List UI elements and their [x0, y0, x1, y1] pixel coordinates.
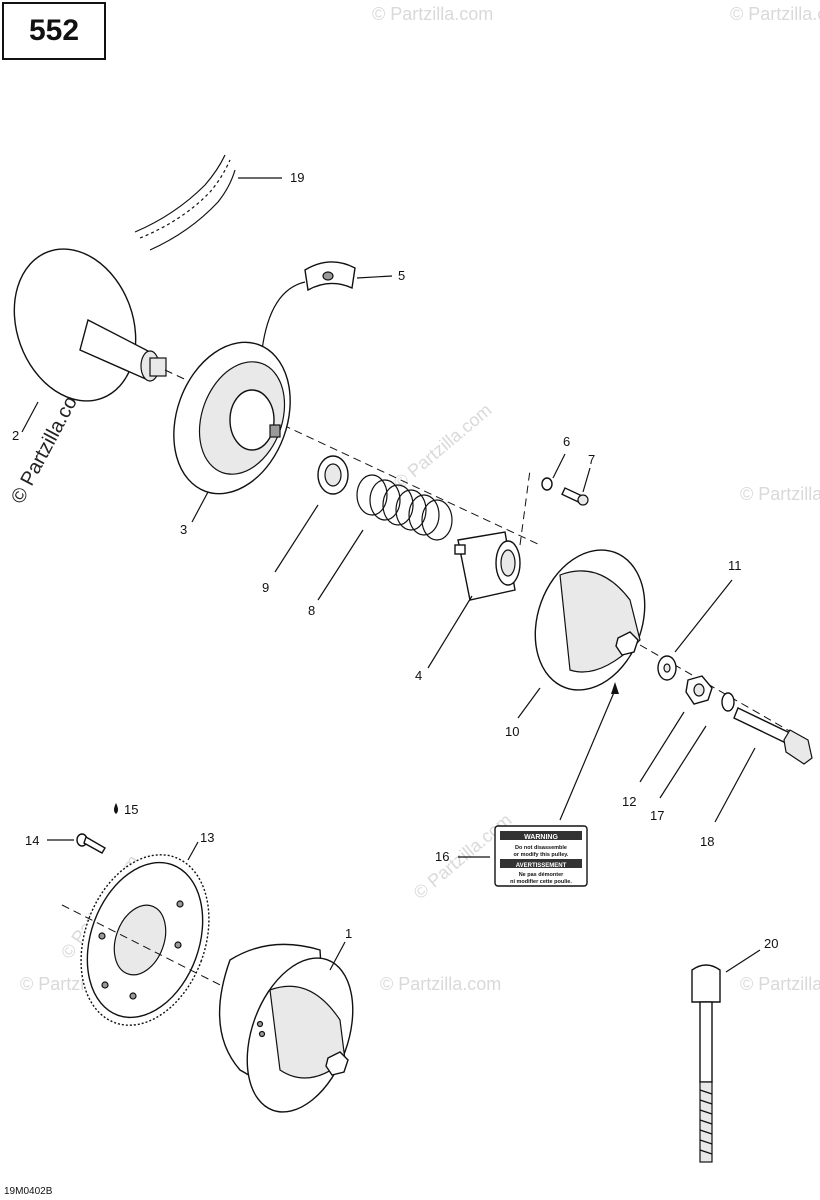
long-bolt-part [691, 964, 721, 1163]
leader-line-1 [329, 941, 346, 971]
watermark: © Partzilla.com [730, 4, 820, 24]
ring-gear-part [80, 854, 210, 1026]
fixed-sheave-part [13, 248, 167, 402]
callout-9: 9 [262, 580, 269, 595]
callout-1: 1 [345, 926, 352, 941]
leader-line-2 [21, 401, 39, 433]
flat-washer-part [657, 655, 677, 681]
leader-line-12 [639, 711, 685, 783]
leader-line-9 [274, 504, 319, 573]
leader-line-8 [317, 529, 364, 601]
callout-13: 13 [200, 830, 214, 845]
arrow-head-icon [611, 682, 619, 694]
leader-line-6 [552, 453, 566, 479]
leader-line-11 [674, 579, 733, 653]
decal-header-1: WARNING [524, 834, 558, 841]
movable-sheave-part [173, 341, 291, 495]
leader-line-20 [725, 949, 761, 973]
callout-15: 15 [124, 802, 138, 817]
slider-shoe-part [304, 261, 356, 292]
screw-part [561, 487, 589, 506]
leader-line-18 [714, 747, 756, 823]
leader-line-16-arrow [559, 689, 616, 821]
decal-line-4: ni modifier cette poulie. [510, 879, 572, 885]
leader-line-17 [659, 725, 707, 799]
oil-drop-icon [114, 803, 118, 814]
watermark: © Partzilla.com [390, 400, 496, 493]
leader-line-10 [517, 687, 541, 719]
callout-2: 2 [12, 428, 19, 443]
leader-line-13 [187, 841, 199, 861]
small-screw-part [76, 833, 106, 854]
spring-part [356, 474, 453, 541]
callout-4: 4 [415, 668, 422, 683]
drive-pulley-assembly-part [218, 943, 354, 1113]
leader-line-4 [427, 595, 473, 669]
governor-cup-part [534, 549, 646, 691]
callout-6: 6 [563, 434, 570, 449]
callout-17: 17 [650, 808, 664, 823]
spider-part [454, 531, 521, 601]
callout-12: 12 [622, 794, 636, 809]
washer-part [541, 477, 553, 491]
callout-18: 18 [700, 834, 714, 849]
watermark: © Partzilla.com [372, 4, 493, 24]
decal-line-1: Do not disassemble [515, 845, 567, 851]
callout-8: 8 [308, 603, 315, 618]
callout-16: 16 [435, 849, 449, 864]
page-number: 552 [28, 14, 80, 47]
nut-part [685, 675, 713, 705]
drive-belt-part [134, 154, 236, 251]
drawing-code: 19M0402B [4, 1186, 53, 1197]
callout-10: 10 [505, 724, 519, 739]
callout-14: 14 [25, 833, 39, 848]
leader-line-5 [356, 275, 393, 279]
callout-7: 7 [588, 452, 595, 467]
bolt-part [733, 707, 813, 765]
decal-header-2: AVERTISSEMENT [516, 863, 567, 869]
decal-line-2: or modify this pulley. [514, 852, 569, 858]
callout-20: 20 [764, 936, 778, 951]
callout-5: 5 [398, 268, 405, 283]
callout-11: 11 [728, 558, 742, 573]
callout-3: 3 [180, 522, 187, 537]
watermark: © Partzilla.com [740, 974, 820, 994]
decal-line-3: Ne pas démonter [519, 872, 564, 878]
warning-decal-part: WARNING Do not disassemble or modify thi… [494, 825, 588, 887]
page-number-box: 552 [2, 2, 106, 60]
leader-line-7 [582, 467, 591, 493]
callout-19: 19 [290, 170, 304, 185]
spring-seat-part [317, 455, 349, 495]
lock-washer-part [721, 692, 735, 712]
watermark: © Partzilla.com [740, 484, 820, 504]
leader-line-3 [191, 491, 209, 523]
watermark: © Partzilla.com [380, 974, 501, 994]
